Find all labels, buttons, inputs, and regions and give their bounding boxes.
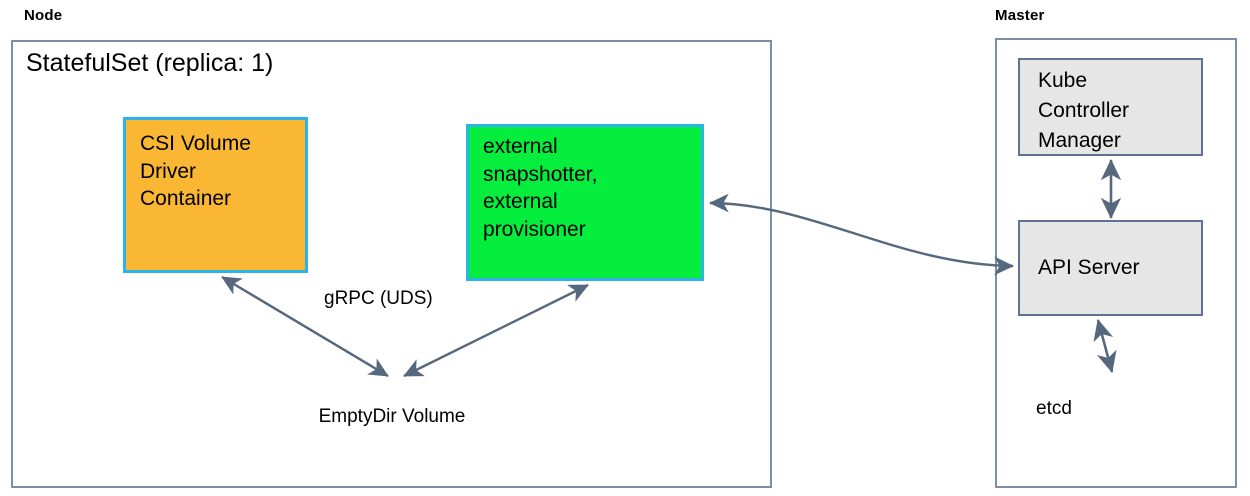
kube-controller-manager-box[interactable]: Kube Controller Manager [1018,58,1203,156]
csi-driver-line-2: Driver [140,159,196,183]
grpc-uds-edge-label: gRPC (UDS) [324,288,433,309]
emptydir-volume-label: EmptyDir Volume [318,406,466,427]
etcd-label: etcd [1036,398,1072,419]
master-group-caption: Master [995,7,1045,24]
node-group-caption: Node [24,7,63,24]
kcm-line-1: Kube [1038,69,1088,92]
csi-volume-driver-container-box[interactable]: CSI Volume Driver Container [123,117,308,273]
csi-driver-line-1: CSI Volume [140,132,251,155]
kcm-line-2: Controller [1038,98,1130,122]
sidecar-line-3: external [483,190,558,214]
sidecar-line-4: provisioner [483,218,586,242]
external-sidecars-box[interactable]: external snapshotter, external provision… [466,124,704,281]
csi-driver-line-3: Container [140,187,232,211]
statefulset-title: StatefulSet (replica: 1) [26,49,274,77]
kcm-line-3: Manager [1038,128,1121,152]
api-server-label: API Server [1038,256,1140,280]
sidecar-line-1: external [483,135,558,158]
api-server-box[interactable]: API Server [1018,220,1203,316]
sidecar-line-2: snapshotter, [483,162,598,186]
